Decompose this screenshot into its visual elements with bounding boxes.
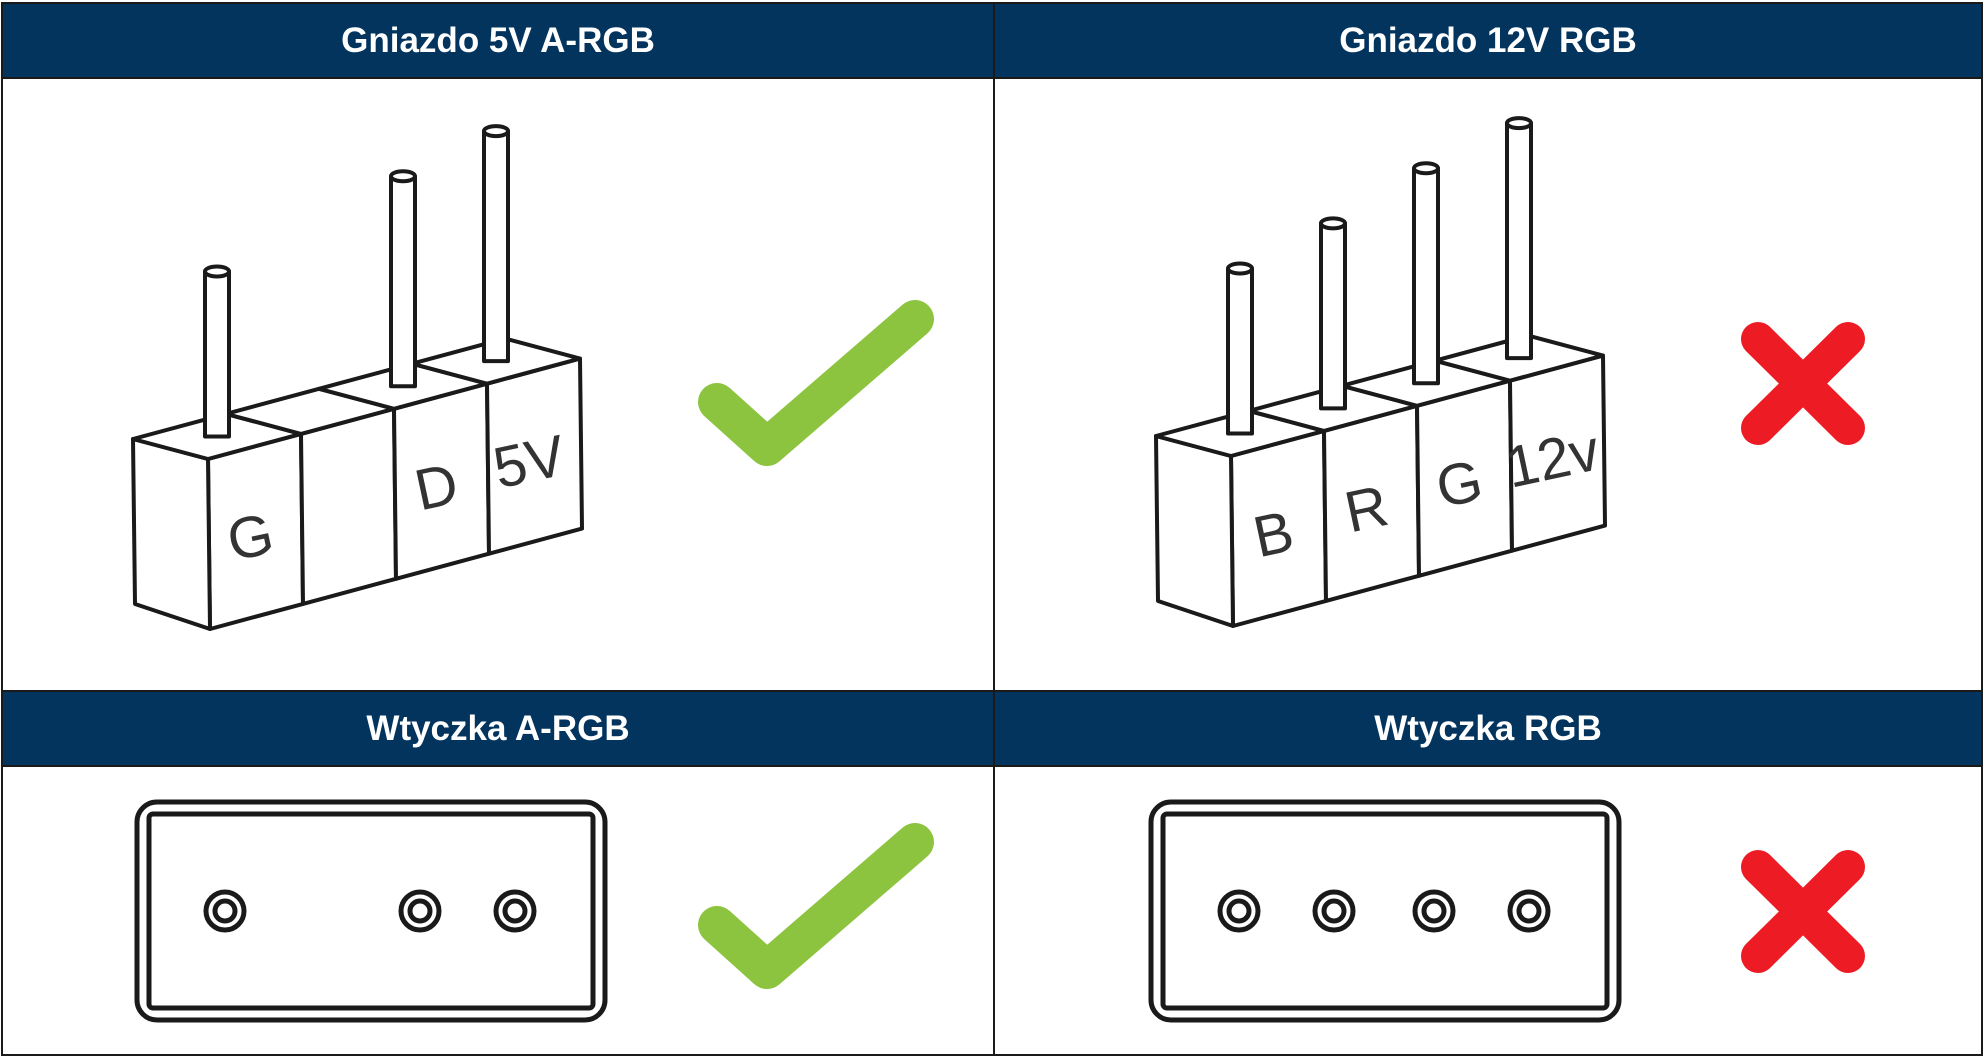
plug-argb-diagram	[134, 799, 608, 1023]
socket-pin-tip	[389, 169, 417, 184]
socket-pin-housing	[299, 406, 398, 606]
plug-pin-hole-inner	[407, 898, 433, 924]
plug-pin-hole	[203, 889, 247, 933]
row-divider	[3, 690, 1981, 692]
socket-pin	[1412, 166, 1440, 386]
socket-pin-tip	[1226, 261, 1254, 276]
check-icon	[698, 823, 934, 989]
header-plug-argb: Wtyczka A-RGB	[3, 692, 993, 767]
plug-pin-hole-inner	[502, 898, 528, 924]
plug-pin-hole-inner	[1226, 898, 1252, 924]
plug-pin-hole	[1312, 889, 1356, 933]
plug-pin-hole-inner	[1421, 898, 1447, 924]
plug-pin-hole-inner	[212, 898, 238, 924]
socket-pin	[1319, 221, 1347, 411]
socket-pin-tip	[1505, 116, 1533, 131]
plug-inner-frame	[1160, 811, 1610, 1011]
plug-rgb-diagram	[1148, 799, 1622, 1023]
plug-pin-hole-inner	[1516, 898, 1542, 924]
column-divider	[993, 4, 995, 1054]
plug-pin-hole	[398, 889, 442, 933]
header-socket-5v: Gniazdo 5V A-RGB	[3, 4, 993, 79]
socket-pin	[389, 174, 417, 389]
plug-pin-hole	[1217, 889, 1261, 933]
socket-pin-tip	[203, 264, 231, 279]
plug-pin-hole	[1507, 889, 1551, 933]
cross-icon	[1741, 322, 1865, 445]
plug-pin-hole	[1412, 889, 1456, 933]
socket-pin-tip	[482, 124, 510, 139]
check-icon	[698, 300, 934, 466]
socket-pin	[203, 269, 231, 439]
socket-pin-tip	[1412, 161, 1440, 176]
plug-pin-hole-inner	[1321, 898, 1347, 924]
plug-outer-frame	[134, 799, 608, 1023]
socket-pin	[482, 129, 510, 364]
header-socket-12v: Gniazdo 12V RGB	[995, 4, 1981, 79]
plug-outer-frame	[1148, 799, 1622, 1023]
socket-pin-tip	[1319, 216, 1347, 231]
socket-side-face	[131, 437, 212, 631]
socket-pin	[1505, 121, 1533, 361]
socket-side-face	[1154, 434, 1235, 628]
socket-pin	[1226, 266, 1254, 436]
cross-icon	[1741, 850, 1865, 973]
plug-pin-hole	[493, 889, 537, 933]
plug-inner-frame	[146, 811, 596, 1011]
header-plug-rgb: Wtyczka RGB	[995, 692, 1981, 767]
socket-pin-label: 5V	[488, 423, 571, 501]
